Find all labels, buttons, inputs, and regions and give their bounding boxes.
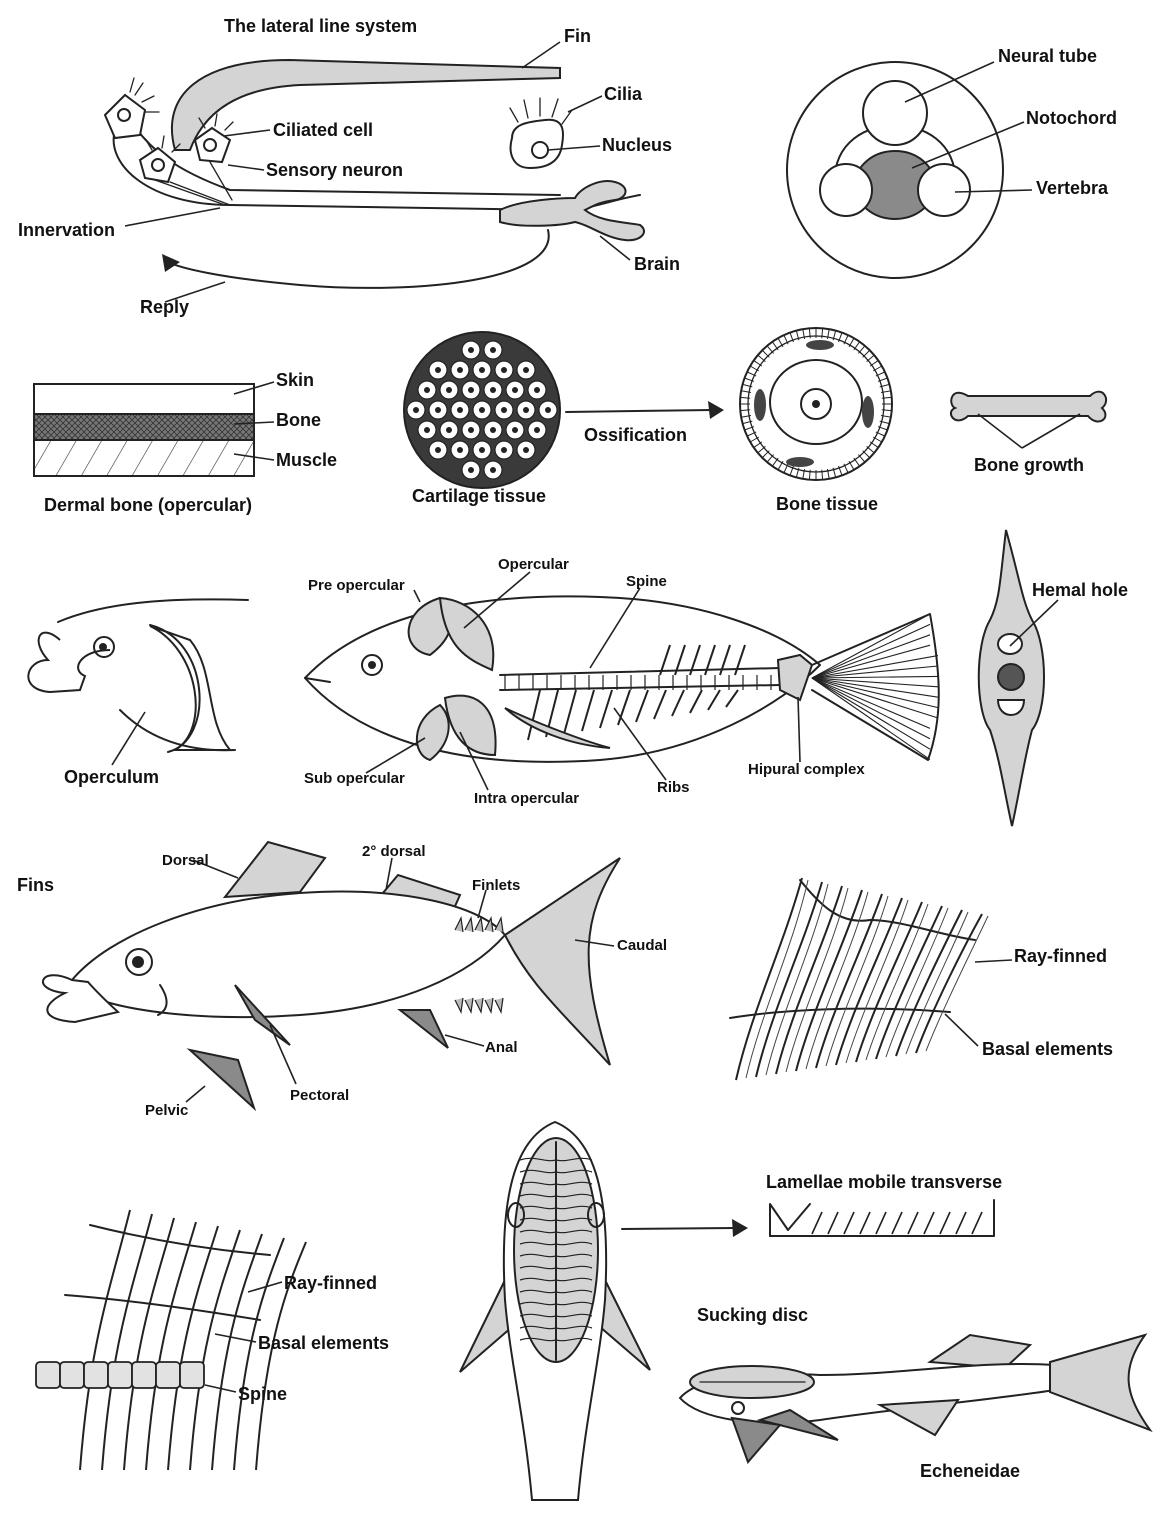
- echeneidae-fish: Sucking disc Echeneidae: [678, 1305, 1153, 1481]
- intra-opercular-label: Intra opercular: [474, 790, 579, 807]
- cilia-label: Cilia: [604, 84, 643, 104]
- operculum-head: Operculum: [27, 598, 249, 787]
- echeneidae-label: Echeneidae: [920, 1461, 1020, 1481]
- pectoral-label: Pectoral: [290, 1087, 349, 1104]
- brain-label: Brain: [634, 254, 680, 274]
- basal-elements-label-bottom: Basal elements: [258, 1333, 389, 1353]
- vertebra-right: [917, 163, 971, 217]
- notochord-label: Notochord: [1026, 108, 1117, 128]
- sub-opercular-label: Sub opercular: [304, 770, 405, 787]
- basal-elements-label: Basal elements: [982, 1039, 1113, 1059]
- hipural-complex-label: Hipural complex: [748, 761, 865, 778]
- ossification-label: Ossification: [584, 425, 687, 445]
- ray-finned-label: Ray-finned: [1014, 946, 1107, 966]
- spine-label-skeleton: Spine: [626, 573, 667, 590]
- bone-growth-label: Bone growth: [974, 455, 1084, 475]
- skin-label: Skin: [276, 370, 314, 390]
- lateral-line-title: The lateral line system: [224, 16, 417, 36]
- brain-shape: [499, 180, 645, 242]
- reply-arrow: [167, 229, 550, 289]
- vertebra-front-view: Hemal hole: [977, 529, 1128, 827]
- reply-label: Reply: [140, 297, 189, 317]
- cartilage-tissue: Cartilage tissue: [403, 331, 561, 506]
- fin-label: Fin: [564, 26, 591, 46]
- pelvic-label: Pelvic: [145, 1102, 188, 1119]
- fish-skeleton: Pre opercular Opercular Spine Sub opercu…: [304, 556, 940, 807]
- lateral-line-section: The lateral line system: [18, 16, 680, 317]
- ciliated-cell-label: Ciliated cell: [273, 120, 373, 140]
- dermal-bone-label: Dermal bone (opercular): [44, 495, 252, 515]
- anal-label: Anal: [485, 1039, 518, 1056]
- dermal-bone-block: Skin Bone Muscle Dermal bone (opercular): [33, 370, 337, 515]
- spine-label-bottom: Spine: [238, 1384, 287, 1404]
- caudal-label: Caudal: [617, 937, 667, 954]
- hemal-hole-label: Hemal hole: [1032, 580, 1128, 600]
- ciliated-cells: [103, 77, 234, 184]
- finlets-label: Finlets: [472, 877, 520, 894]
- second-dorsal-label: 2° dorsal: [362, 843, 426, 860]
- ray-fin-detail: Ray-finned Basal elements: [729, 877, 1113, 1081]
- fins-fish-body: [70, 890, 507, 1019]
- vertebra-left: [819, 163, 873, 217]
- remora-top-view: [459, 1120, 651, 1501]
- skeleton-body-outline: [304, 595, 821, 763]
- lateral-line-fin: [170, 58, 561, 151]
- section-outline: [786, 61, 1004, 279]
- fins-title: Fins: [17, 875, 54, 895]
- bone-label: Bone: [276, 410, 321, 430]
- muscle-label: Muscle: [276, 450, 337, 470]
- dorsal-label: Dorsal: [162, 852, 209, 869]
- ossification-arrow: Ossification: [565, 401, 724, 445]
- ray-finned-label-bottom: Ray-finned: [284, 1273, 377, 1293]
- isolated-ciliated-cell: [509, 97, 573, 170]
- bone-tissue: Bone tissue: [739, 327, 893, 514]
- spine-fin-detail: Ray-finned Basal elements Spine: [35, 1209, 389, 1471]
- sucking-disc-label: Sucking disc: [697, 1305, 808, 1325]
- innervation-label: Innervation: [18, 220, 115, 240]
- opercular-label: Opercular: [498, 556, 569, 573]
- lamellae-detail: Lamellae mobile transverse: [621, 1172, 1002, 1237]
- bone-tissue-label: Bone tissue: [776, 494, 878, 514]
- sensory-neuron-label: Sensory neuron: [266, 160, 403, 180]
- operculum-label: Operculum: [64, 767, 159, 787]
- vertebra-section: Neural tube Notochord Vertebra: [786, 46, 1117, 279]
- neural-tube-shape: [862, 80, 928, 146]
- nucleus-label: Nucleus: [602, 135, 672, 155]
- neural-tube-label: Neural tube: [998, 46, 1097, 66]
- ribs-label: Ribs: [657, 779, 690, 796]
- lamellae-label: Lamellae mobile transverse: [766, 1172, 1002, 1192]
- vertebra-label: Vertebra: [1036, 178, 1109, 198]
- fins-fish: Fins Dorsal 2° dorsal Finlets Caudal Ana…: [17, 840, 667, 1119]
- lateral-line-canal: [112, 129, 641, 211]
- pre-opercular-label: Pre opercular: [308, 577, 405, 594]
- long-bone: Bone growth: [949, 390, 1108, 475]
- cartilage-tissue-label: Cartilage tissue: [412, 486, 546, 506]
